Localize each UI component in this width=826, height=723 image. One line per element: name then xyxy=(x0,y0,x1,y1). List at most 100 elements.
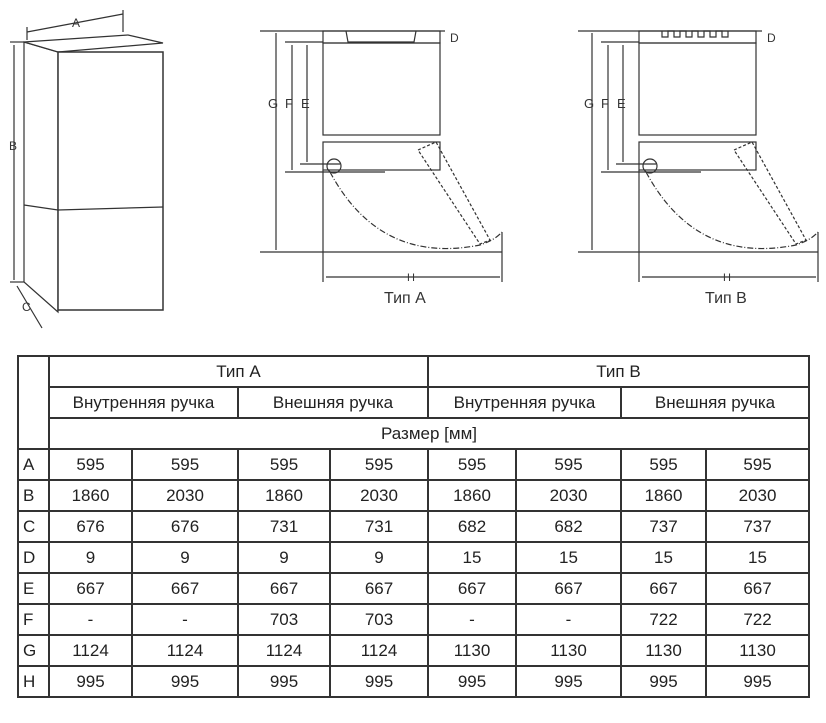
row-label: H xyxy=(17,665,50,698)
dim-label-f-b: F xyxy=(601,96,609,111)
handle-header: Внешняя ручка xyxy=(620,386,810,419)
type-b-drawing: G F E D H Тип B xyxy=(578,30,819,307)
value-cell: 703 xyxy=(237,603,331,636)
value-cell: 9 xyxy=(329,541,429,574)
handle-header-row: Внутренняя ручка Внешняя ручка Внутрення… xyxy=(18,386,810,419)
type-b-header: Тип B xyxy=(427,355,810,388)
value-cell: - xyxy=(515,603,622,636)
value-cell: 722 xyxy=(620,603,707,636)
type-a-header: Тип A xyxy=(48,355,429,388)
value-cell: 667 xyxy=(131,572,239,605)
row-label: C xyxy=(17,510,50,543)
value-cell: 667 xyxy=(705,572,810,605)
value-cell: 15 xyxy=(427,541,517,574)
dim-label-e-b: E xyxy=(617,96,626,111)
dim-label-h-a: H xyxy=(407,272,415,284)
row-label: G xyxy=(17,634,50,667)
value-cell: 9 xyxy=(131,541,239,574)
value-cell: 1130 xyxy=(620,634,707,667)
value-cell: 995 xyxy=(620,665,707,698)
value-cell: 995 xyxy=(131,665,239,698)
row-label: B xyxy=(17,479,50,512)
value-cell: 667 xyxy=(427,572,517,605)
value-cell: 667 xyxy=(237,572,331,605)
type-header-row: Тип A Тип B xyxy=(17,355,810,450)
value-cell: 737 xyxy=(705,510,810,543)
type-a-drawing: G F E D H Тип A xyxy=(260,30,503,307)
value-cell: 1130 xyxy=(515,634,622,667)
unit-header: Размер [мм] xyxy=(48,417,810,450)
value-cell: 667 xyxy=(620,572,707,605)
value-cell: 731 xyxy=(237,510,331,543)
value-cell: 595 xyxy=(515,448,622,481)
dim-label-b: B xyxy=(9,139,17,153)
value-cell: - xyxy=(48,603,133,636)
value-cell: 1130 xyxy=(705,634,810,667)
dim-label-g-b: G xyxy=(584,96,594,111)
value-cell: 1124 xyxy=(329,634,429,667)
value-cell: 667 xyxy=(329,572,429,605)
handle-header: Внешняя ручка xyxy=(237,386,429,419)
value-cell: 682 xyxy=(515,510,622,543)
value-cell: 595 xyxy=(237,448,331,481)
value-cell: 15 xyxy=(620,541,707,574)
value-cell: 737 xyxy=(620,510,707,543)
value-cell: 995 xyxy=(48,665,133,698)
dim-label-d-b: D xyxy=(767,31,776,45)
value-cell: 2030 xyxy=(131,479,239,512)
value-cell: 595 xyxy=(427,448,517,481)
value-cell: 667 xyxy=(515,572,622,605)
value-cell: 595 xyxy=(48,448,133,481)
value-cell: 703 xyxy=(329,603,429,636)
value-cell: 995 xyxy=(515,665,622,698)
value-cell: 731 xyxy=(329,510,429,543)
row-label: F xyxy=(17,603,50,636)
value-cell: 1124 xyxy=(131,634,239,667)
value-cell: 682 xyxy=(427,510,517,543)
value-cell: 595 xyxy=(620,448,707,481)
value-cell: - xyxy=(427,603,517,636)
value-cell: 1860 xyxy=(427,479,517,512)
value-cell: 676 xyxy=(48,510,133,543)
value-cell: 15 xyxy=(515,541,622,574)
value-cell: 1124 xyxy=(48,634,133,667)
dim-label-d-a: D xyxy=(450,31,459,45)
value-cell: 995 xyxy=(427,665,517,698)
dim-label-f-a: F xyxy=(285,96,293,111)
value-cell: 1860 xyxy=(237,479,331,512)
value-cell: 1130 xyxy=(427,634,517,667)
dim-label-h-b: H xyxy=(723,272,731,284)
value-cell: 15 xyxy=(705,541,810,574)
value-cell: 595 xyxy=(705,448,810,481)
dim-label-a: A xyxy=(72,16,80,30)
value-cell: 722 xyxy=(705,603,810,636)
value-cell: 2030 xyxy=(705,479,810,512)
dimensions-table: Тип A Тип B Внутренняя ручка Внешняя руч… xyxy=(17,355,810,698)
value-cell: 1860 xyxy=(48,479,133,512)
row-label: A xyxy=(17,448,50,481)
value-cell: 9 xyxy=(237,541,331,574)
handle-header: Внутренняя ручка xyxy=(427,386,622,419)
value-cell: 2030 xyxy=(515,479,622,512)
type-a-caption: Тип A xyxy=(384,290,426,307)
value-cell: 1124 xyxy=(237,634,331,667)
unit-header-row: Размер [мм] xyxy=(18,417,810,450)
fridge-perspective-drawing: A B C xyxy=(9,10,164,329)
value-cell: 995 xyxy=(237,665,331,698)
dim-label-c: C xyxy=(22,300,31,314)
dim-label-e-a: E xyxy=(301,96,310,111)
value-cell: 9 xyxy=(48,541,133,574)
type-b-caption: Тип B xyxy=(705,290,747,307)
value-cell: 595 xyxy=(329,448,429,481)
value-cell: 2030 xyxy=(329,479,429,512)
value-cell: 676 xyxy=(131,510,239,543)
